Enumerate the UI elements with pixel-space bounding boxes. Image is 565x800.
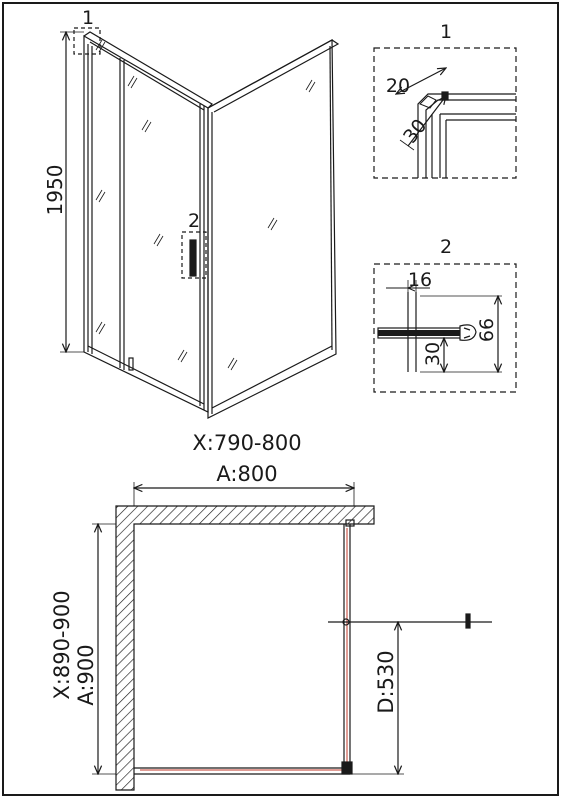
door-handle [189, 239, 197, 277]
detail-1-box [373, 47, 517, 179]
plan-view [92, 482, 492, 791]
top-wall [115, 505, 375, 791]
detail-2-box [373, 263, 517, 393]
plan-a-width-label: A:800 [216, 462, 277, 486]
detail-1-dim-a: 20 [386, 75, 410, 97]
callout-1-tag: 1 [82, 7, 94, 29]
plan-panels [134, 519, 355, 775]
drawing-border [2, 2, 559, 796]
elevation-view [60, 27, 340, 419]
detail-2-dim-inner: 30 [422, 342, 444, 366]
glass-reflections [95, 39, 316, 371]
height-label: 1950 [43, 165, 67, 216]
plan-x-depth-label: X:890-900 [50, 590, 74, 699]
plan-x-width-label: X:790-800 [192, 431, 301, 455]
callout-box-1 [73, 27, 101, 55]
detail-2-title: 2 [440, 236, 452, 258]
plan-d-label: D:530 [374, 650, 398, 713]
detail-2-dim-width: 16 [408, 269, 432, 291]
callout-2-tag: 2 [188, 210, 200, 232]
detail-2-dim-outer: 66 [476, 318, 498, 342]
detail-1-title: 1 [440, 21, 452, 43]
plan-a-depth-label: A:900 [74, 644, 98, 705]
